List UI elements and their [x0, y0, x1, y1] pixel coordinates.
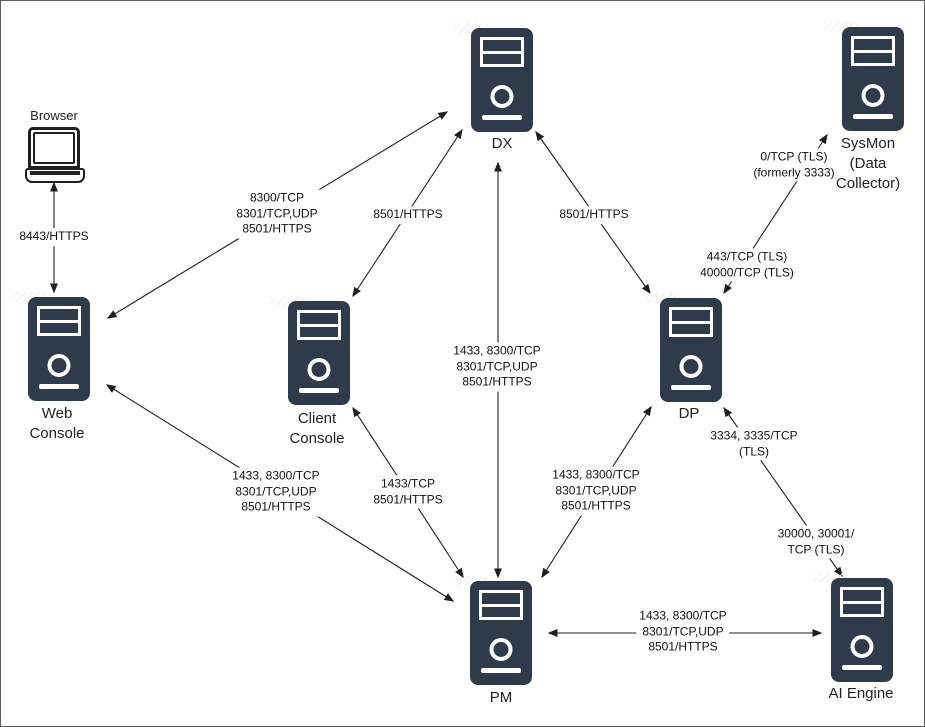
power-button-icon: [490, 85, 514, 108]
edge-label-client-dx: 8501/HTTPS: [370, 206, 446, 224]
drive-bay-icon: [669, 307, 713, 337]
base-slot-icon: [853, 114, 893, 119]
drive-bay-icon: [297, 310, 341, 340]
edge-label-dp-sysmon-lower: 443/TCP (TLS)40000/TCP (TLS): [697, 248, 797, 282]
node-label-pm: PM: [489, 689, 513, 706]
shadow-hatch: [11, 292, 45, 302]
edge-label-dp-sysmon-upper: 0/TCP (TLS)(formerly 3333): [750, 148, 838, 182]
drive-bay-icon: [480, 37, 524, 67]
base-slot-icon: [671, 385, 711, 390]
server-icon: [842, 27, 904, 131]
shadow-hatch: [643, 293, 677, 303]
shadow-hatch: [453, 576, 487, 586]
node-label-browser: Browser: [30, 108, 78, 123]
drive-bay-icon: [851, 36, 895, 66]
node-label-ai-engine: AI Engine: [828, 685, 894, 702]
base-slot-icon: [482, 115, 522, 120]
edge-label-browser-web: 8443/HTTPS: [16, 228, 92, 246]
server-icon: [660, 298, 722, 402]
shadow-hatch: [825, 22, 859, 32]
server-icon: [470, 581, 532, 685]
shadow-hatch: [814, 573, 848, 583]
drive-bay-icon: [840, 587, 884, 617]
laptop-icon: [28, 127, 80, 169]
server-icon: [288, 301, 350, 405]
server-icon: [471, 28, 533, 132]
power-button-icon: [861, 84, 885, 107]
drive-bay-icon: [479, 590, 523, 620]
power-button-icon: [850, 635, 874, 658]
node-label-dp: DP: [678, 405, 700, 422]
server-icon: [831, 578, 893, 682]
node-browser: [25, 127, 85, 183]
node-label-dx: DX: [491, 135, 513, 152]
base-slot-icon: [39, 384, 79, 389]
power-button-icon: [679, 355, 703, 378]
base-slot-icon: [481, 668, 521, 673]
edge-label-dp-ai-lower: 30000, 30001/TCP (TLS): [774, 525, 858, 559]
server-icon: [28, 297, 90, 401]
edge-label-dp-ai-upper: 3334, 3335/TCP(TLS): [707, 427, 801, 461]
edge-label-dx-dp: 8501/HTTPS: [556, 206, 632, 224]
base-slot-icon: [842, 665, 882, 670]
shadow-hatch: [454, 23, 488, 33]
base-slot-icon: [299, 388, 339, 393]
power-button-icon: [307, 358, 331, 381]
drive-bay-icon: [37, 306, 81, 336]
power-button-icon: [47, 354, 71, 377]
power-button-icon: [489, 638, 513, 661]
